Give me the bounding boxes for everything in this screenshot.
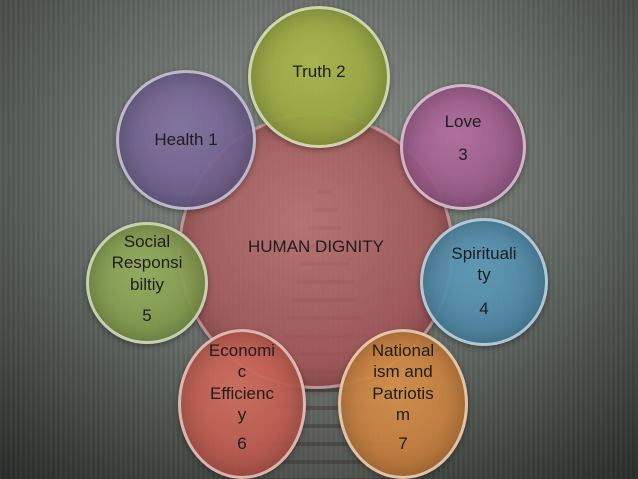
circle-social-responsibility: Social Responsi biltiy 5 bbox=[86, 222, 208, 344]
circle-spirituality: Spirituali ty 4 bbox=[420, 218, 548, 346]
love-label: Love bbox=[444, 112, 482, 131]
social-line-1: Social bbox=[123, 232, 171, 251]
nationalism-line-2: ism and bbox=[373, 362, 433, 382]
circle-nationalism-patriotism: National ism and Patriotis m 7 bbox=[338, 329, 468, 479]
circle-love: Love 3 bbox=[400, 84, 526, 210]
health-label: Health 1 bbox=[154, 130, 218, 150]
economic-line-4: y bbox=[237, 404, 247, 424]
nationalism-number: 7 bbox=[398, 434, 408, 453]
economic-line-3: Efficienc bbox=[210, 383, 274, 403]
circle-health: Health 1 bbox=[116, 70, 256, 210]
social-line-2: Responsi bbox=[111, 253, 183, 273]
nationalism-line-3: Patriotis bbox=[372, 383, 434, 403]
truth-label: Truth 2 bbox=[292, 62, 346, 81]
economic-number: 6 bbox=[237, 434, 247, 453]
nationalism-line-1: National bbox=[371, 341, 435, 360]
economic-line-2: c bbox=[237, 362, 247, 382]
spirituality-line-2: ty bbox=[477, 265, 491, 285]
circle-truth: Truth 2 bbox=[248, 6, 390, 148]
circle-economic-efficiency: Economi c Efficienc y 6 bbox=[178, 329, 306, 479]
love-number: 3 bbox=[458, 145, 468, 165]
social-number: 5 bbox=[142, 305, 152, 325]
spirituality-number: 4 bbox=[479, 298, 489, 318]
social-line-3: biltiy bbox=[129, 274, 164, 294]
economic-line-1: Economi bbox=[208, 341, 276, 360]
center-label: HUMAN DIGNITY bbox=[248, 237, 384, 256]
nationalism-line-4: m bbox=[395, 404, 411, 424]
spirituality-line-1: Spirituali bbox=[451, 244, 517, 263]
